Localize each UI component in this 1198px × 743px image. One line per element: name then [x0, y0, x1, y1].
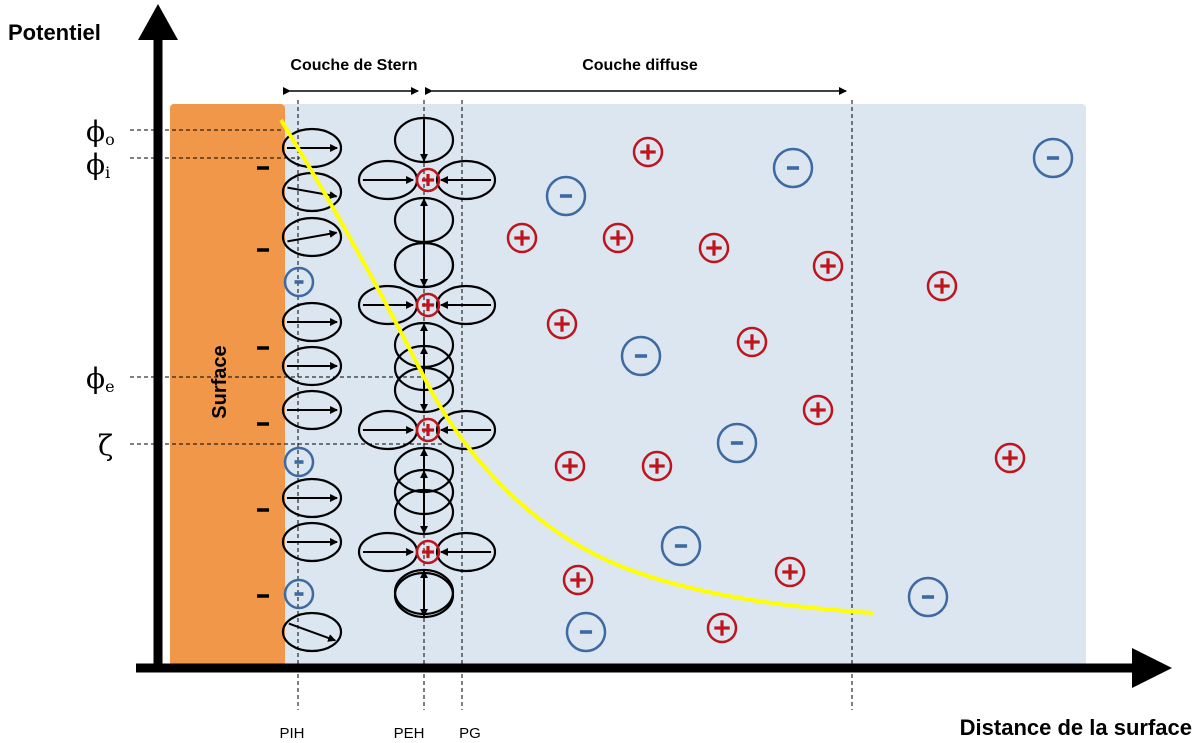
solution-region — [282, 104, 1086, 666]
water-molecule — [393, 241, 455, 289]
stern-layer-label: Couche de Stern — [290, 57, 417, 74]
potential-curve — [279, 118, 874, 615]
water-molecule — [393, 468, 455, 516]
water-molecule — [393, 116, 455, 164]
cation-ion — [415, 167, 441, 193]
water-molecule — [435, 409, 497, 451]
surface-label: Surface — [209, 345, 231, 418]
anion-ion — [772, 147, 814, 189]
cation-ion — [602, 222, 634, 254]
zeta-label: ζ — [98, 429, 113, 462]
anion-ion — [283, 266, 315, 298]
water-molecule — [281, 216, 343, 258]
pih-label: PIH — [279, 725, 304, 742]
anion-ion — [660, 525, 702, 567]
anion-ion — [283, 446, 315, 478]
cation-ion — [698, 232, 730, 264]
anion-ion — [283, 578, 315, 610]
diffuse-layer-label: Couche diffuse — [582, 57, 698, 74]
cation-ion — [415, 292, 441, 318]
anion-ion — [907, 576, 949, 618]
anion-ion — [620, 335, 662, 377]
cation-ion — [506, 222, 538, 254]
potential-labels: ϕo ϕi ϕe ζ — [86, 115, 115, 462]
water-molecule — [435, 284, 497, 326]
water-molecule — [281, 127, 343, 169]
phi-i-label: ϕi — [86, 148, 110, 182]
cation-ion — [926, 270, 958, 302]
cation-ion — [554, 450, 586, 482]
pg-label: PG — [459, 725, 481, 742]
water-molecule — [281, 521, 343, 563]
water-molecule — [435, 159, 497, 201]
diffuse-ions — [506, 136, 1074, 653]
cation-ion — [415, 417, 441, 443]
surface-charges — [257, 166, 269, 598]
phi-o-label: ϕo — [86, 115, 115, 149]
adsorbed-ions — [283, 167, 441, 610]
phi-e-label: ϕe — [86, 362, 115, 396]
cation-ion — [774, 556, 806, 588]
axes — [136, 4, 1172, 688]
y-axis-label: Potentiel — [8, 20, 101, 45]
water-molecule — [393, 571, 455, 619]
cation-ion — [994, 442, 1026, 474]
water-molecule — [281, 611, 343, 653]
y-axis-arrowhead — [138, 4, 178, 40]
x-axis-arrowhead — [1132, 648, 1172, 688]
cation-ion — [802, 394, 834, 426]
peh-label: PEH — [394, 725, 425, 742]
water-molecules — [281, 116, 497, 653]
anion-ion — [545, 175, 587, 217]
anion-ion — [1032, 137, 1074, 179]
cation-ion — [562, 564, 594, 596]
water-molecule — [435, 531, 497, 573]
cation-ion — [546, 308, 578, 340]
water-molecule — [281, 301, 343, 343]
surface-region — [170, 104, 285, 666]
cation-ion — [812, 250, 844, 282]
water-molecule — [281, 389, 343, 431]
water-molecule — [393, 344, 455, 392]
cation-ion — [736, 326, 768, 358]
cation-ion — [632, 136, 664, 168]
x-axis-label: Distance de la surface — [960, 715, 1192, 740]
water-molecule — [281, 477, 343, 519]
anion-ion — [565, 611, 607, 653]
potential-leaders — [130, 129, 444, 445]
cation-ion — [706, 612, 738, 644]
water-molecule — [281, 345, 343, 387]
cation-ion — [415, 539, 441, 565]
cation-ion — [641, 450, 673, 482]
anion-ion — [716, 422, 758, 464]
